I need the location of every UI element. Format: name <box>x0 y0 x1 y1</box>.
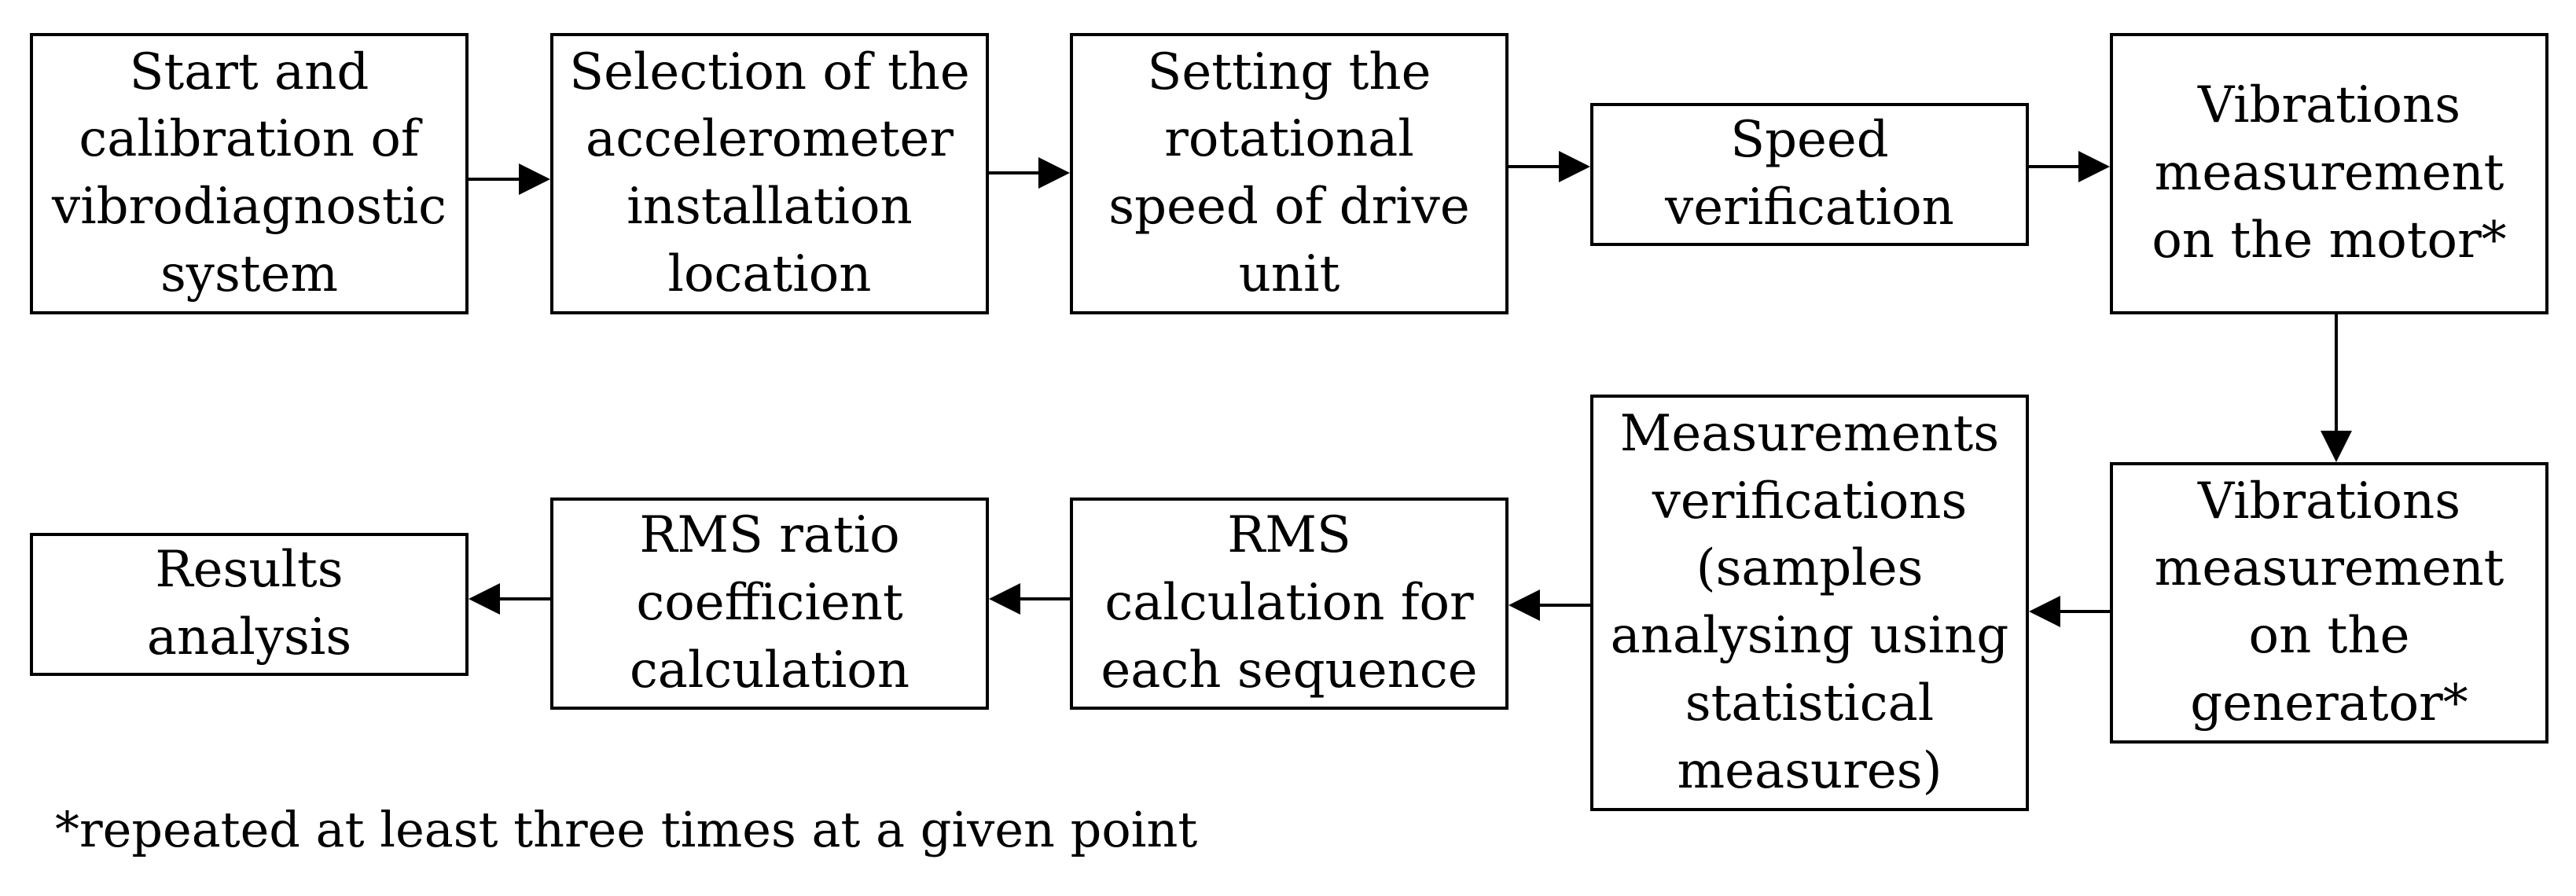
node-results-analysis: Results analysis <box>30 533 469 676</box>
node-rms-ratio-coefficient: RMS ratio coefficient calculation <box>550 498 989 710</box>
node-selection-accelerometer-location: Selection of the accelerometer installat… <box>550 33 989 314</box>
edge-speed-to-motor <box>2029 151 2110 182</box>
node-start-calibration: Start and calibration of vibrodiagnostic… <box>30 33 469 314</box>
edge-rms-ratio-to-results <box>469 583 550 615</box>
edge-setting-to-speed <box>1508 151 1590 182</box>
edge-rms-calculation-to-rms-ratio <box>989 583 1070 615</box>
node-vibrations-motor: Vibrations measurement on the motor* <box>2110 33 2548 314</box>
edge-generator-to-verifications <box>2029 596 2110 627</box>
node-vibrations-generator: Vibrations measurement on the generator* <box>2110 462 2548 744</box>
node-rms-calculation: RMS calculation for each sequence <box>1070 498 1508 710</box>
node-measurements-verifications: Measurements verifications (samples anal… <box>1590 395 2029 811</box>
edge-start-to-selection <box>469 163 550 195</box>
edge-selection-to-setting <box>989 157 1070 189</box>
edge-verifications-to-rms-calculation <box>1508 589 1590 621</box>
node-setting-rotational-speed: Setting the rotational speed of drive un… <box>1070 33 1508 314</box>
footnote: *repeated at least three times at a give… <box>55 801 1198 858</box>
edge-motor-to-generator <box>2321 314 2352 462</box>
node-speed-verification: Speed verification <box>1590 103 2029 246</box>
